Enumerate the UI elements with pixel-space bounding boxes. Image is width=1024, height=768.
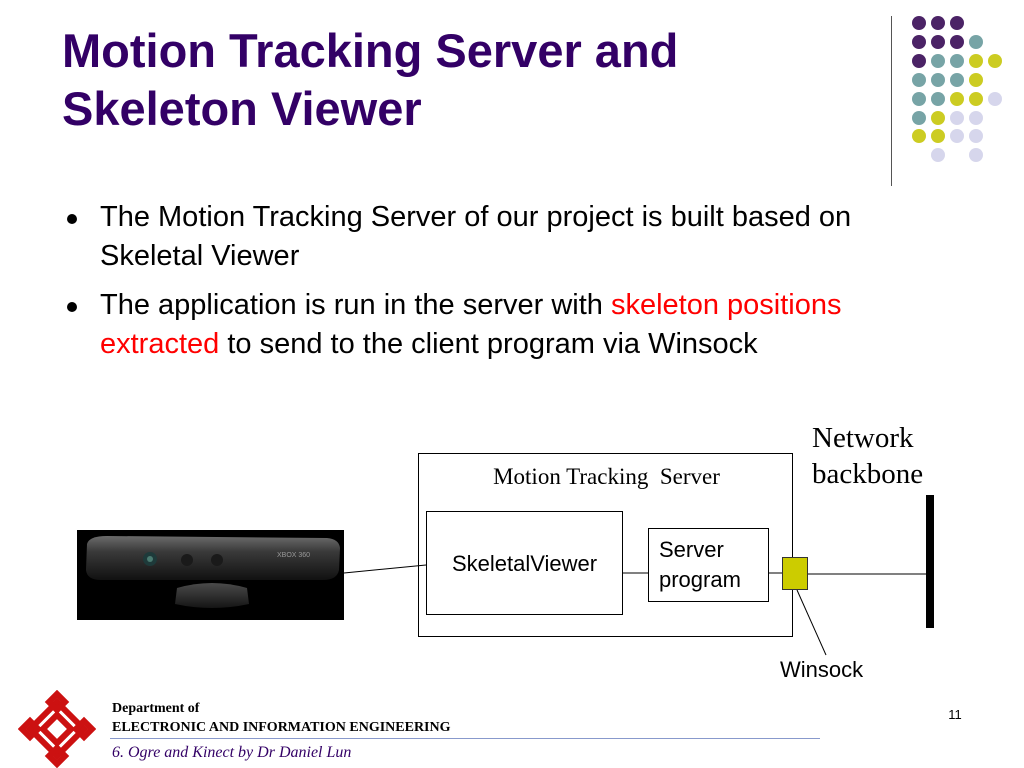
kinect-sensor-icon bbox=[77, 530, 344, 620]
university-logo-icon bbox=[18, 690, 96, 768]
bullet-text-2-before: The application is run in the server wit… bbox=[100, 289, 611, 321]
footer-divider bbox=[110, 738, 820, 739]
title-divider bbox=[891, 16, 892, 186]
network-backbone-label: Network backbone bbox=[812, 420, 923, 492]
page-number: 11 bbox=[948, 707, 962, 722]
slide-title-line-1: Motion Tracking Server and bbox=[62, 24, 679, 77]
department-line-2: ELECTRONIC AND INFORMATION ENGINEERING bbox=[112, 720, 451, 735]
slide-title-line-2: Skeleton Viewer bbox=[62, 82, 422, 135]
winsock-pointer-line bbox=[796, 589, 827, 656]
winsock-label: Winsock bbox=[780, 657, 864, 682]
server-program-label-line-2: program bbox=[659, 567, 741, 592]
department-label: Department of ELECTRONIC AND INFORMATION… bbox=[112, 699, 451, 737]
slide-title: Motion Tracking Server and Skeleton View… bbox=[62, 22, 862, 138]
bullet-text-1: The Motion Tracking Server of our projec… bbox=[100, 201, 852, 272]
kinect-sensor-image: XBOX 360 bbox=[77, 530, 344, 620]
footer-credit: 6. Ogre and Kinect by Dr Daniel Lun bbox=[112, 744, 352, 761]
bullet-item-2: The application is run in the server wit… bbox=[62, 286, 962, 364]
network-label-line-2: backbone bbox=[812, 458, 924, 490]
skeletal-viewer-box: SkeletalViewer bbox=[426, 511, 623, 615]
bullet-text-2-highlight: skeleton positions extracted bbox=[100, 289, 842, 360]
network-backbone bbox=[926, 495, 934, 628]
kinect-device-text: XBOX 360 bbox=[277, 552, 311, 559]
server-box-label: Motion Tracking Server bbox=[493, 464, 720, 489]
winsock-port bbox=[782, 557, 808, 590]
server-program-box: Server program bbox=[648, 528, 769, 602]
server-program-label-line-1: Server bbox=[659, 537, 724, 562]
department-line-1: Department of bbox=[112, 701, 200, 716]
bullet-item-1: The Motion Tracking Server of our projec… bbox=[62, 198, 962, 276]
kinect-to-skeletal-line bbox=[343, 564, 427, 574]
bullet-text-2-after: to send to the client program via Winsoc… bbox=[219, 328, 758, 360]
bullet-dot-icon bbox=[67, 302, 77, 312]
network-label-line-1: Network bbox=[812, 422, 914, 454]
bullet-list: The Motion Tracking Server of our projec… bbox=[62, 198, 962, 374]
bullet-dot-icon bbox=[67, 214, 77, 224]
